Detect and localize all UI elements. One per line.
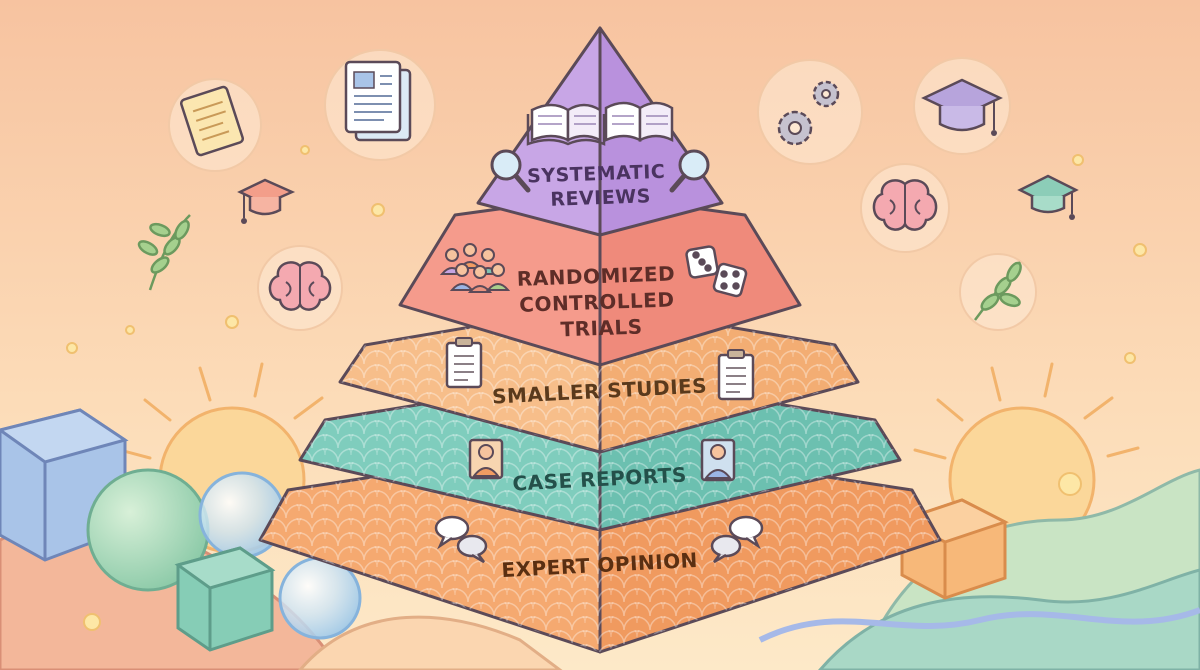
- sparkle-dots: [66, 145, 1147, 631]
- tier-randomized-controlled-trials: [398, 193, 802, 367]
- person-icon: [468, 438, 504, 480]
- floating-icons-left: [137, 49, 436, 331]
- graduation-cap-icon: [913, 57, 1011, 155]
- laurel-branch-icon: [137, 214, 191, 291]
- tier-label-systematic-reviews: SYSTEMATIC REVIEWS: [527, 160, 674, 211]
- gears-icon: [757, 59, 863, 165]
- decor-left: [0, 408, 563, 670]
- magnifier-icon: [490, 149, 531, 193]
- scroll-icon: [168, 78, 262, 172]
- graduation-cap-icon: [1017, 174, 1079, 220]
- clipboard-icon: [717, 349, 755, 401]
- open-book-icon: [526, 103, 606, 146]
- graduation-cap-icon: [237, 178, 296, 224]
- evidence-pyramid: SYSTEMATIC REVIEWS RANDOMIZED CONTROLLED…: [258, 26, 942, 654]
- laurel-branch-icon: [959, 253, 1037, 331]
- tier-label-randomized-controlled-trials: RANDOMIZED CONTROLLED TRIALS: [516, 261, 684, 343]
- clipboard-icon: [445, 337, 483, 389]
- brain-icon: [860, 163, 950, 253]
- document-icon: [324, 49, 436, 161]
- brain-icon: [257, 245, 343, 331]
- magnifier-icon: [669, 149, 710, 193]
- person-icon: [700, 438, 736, 482]
- open-book-icon: [604, 101, 674, 143]
- waves-right: [758, 468, 1200, 670]
- floating-icons-right: [757, 57, 1079, 331]
- dice-icon: [685, 245, 748, 298]
- people-group-icon: [439, 243, 511, 293]
- speech-bubble-icon: [434, 515, 488, 564]
- speech-bubble-icon: [710, 515, 764, 564]
